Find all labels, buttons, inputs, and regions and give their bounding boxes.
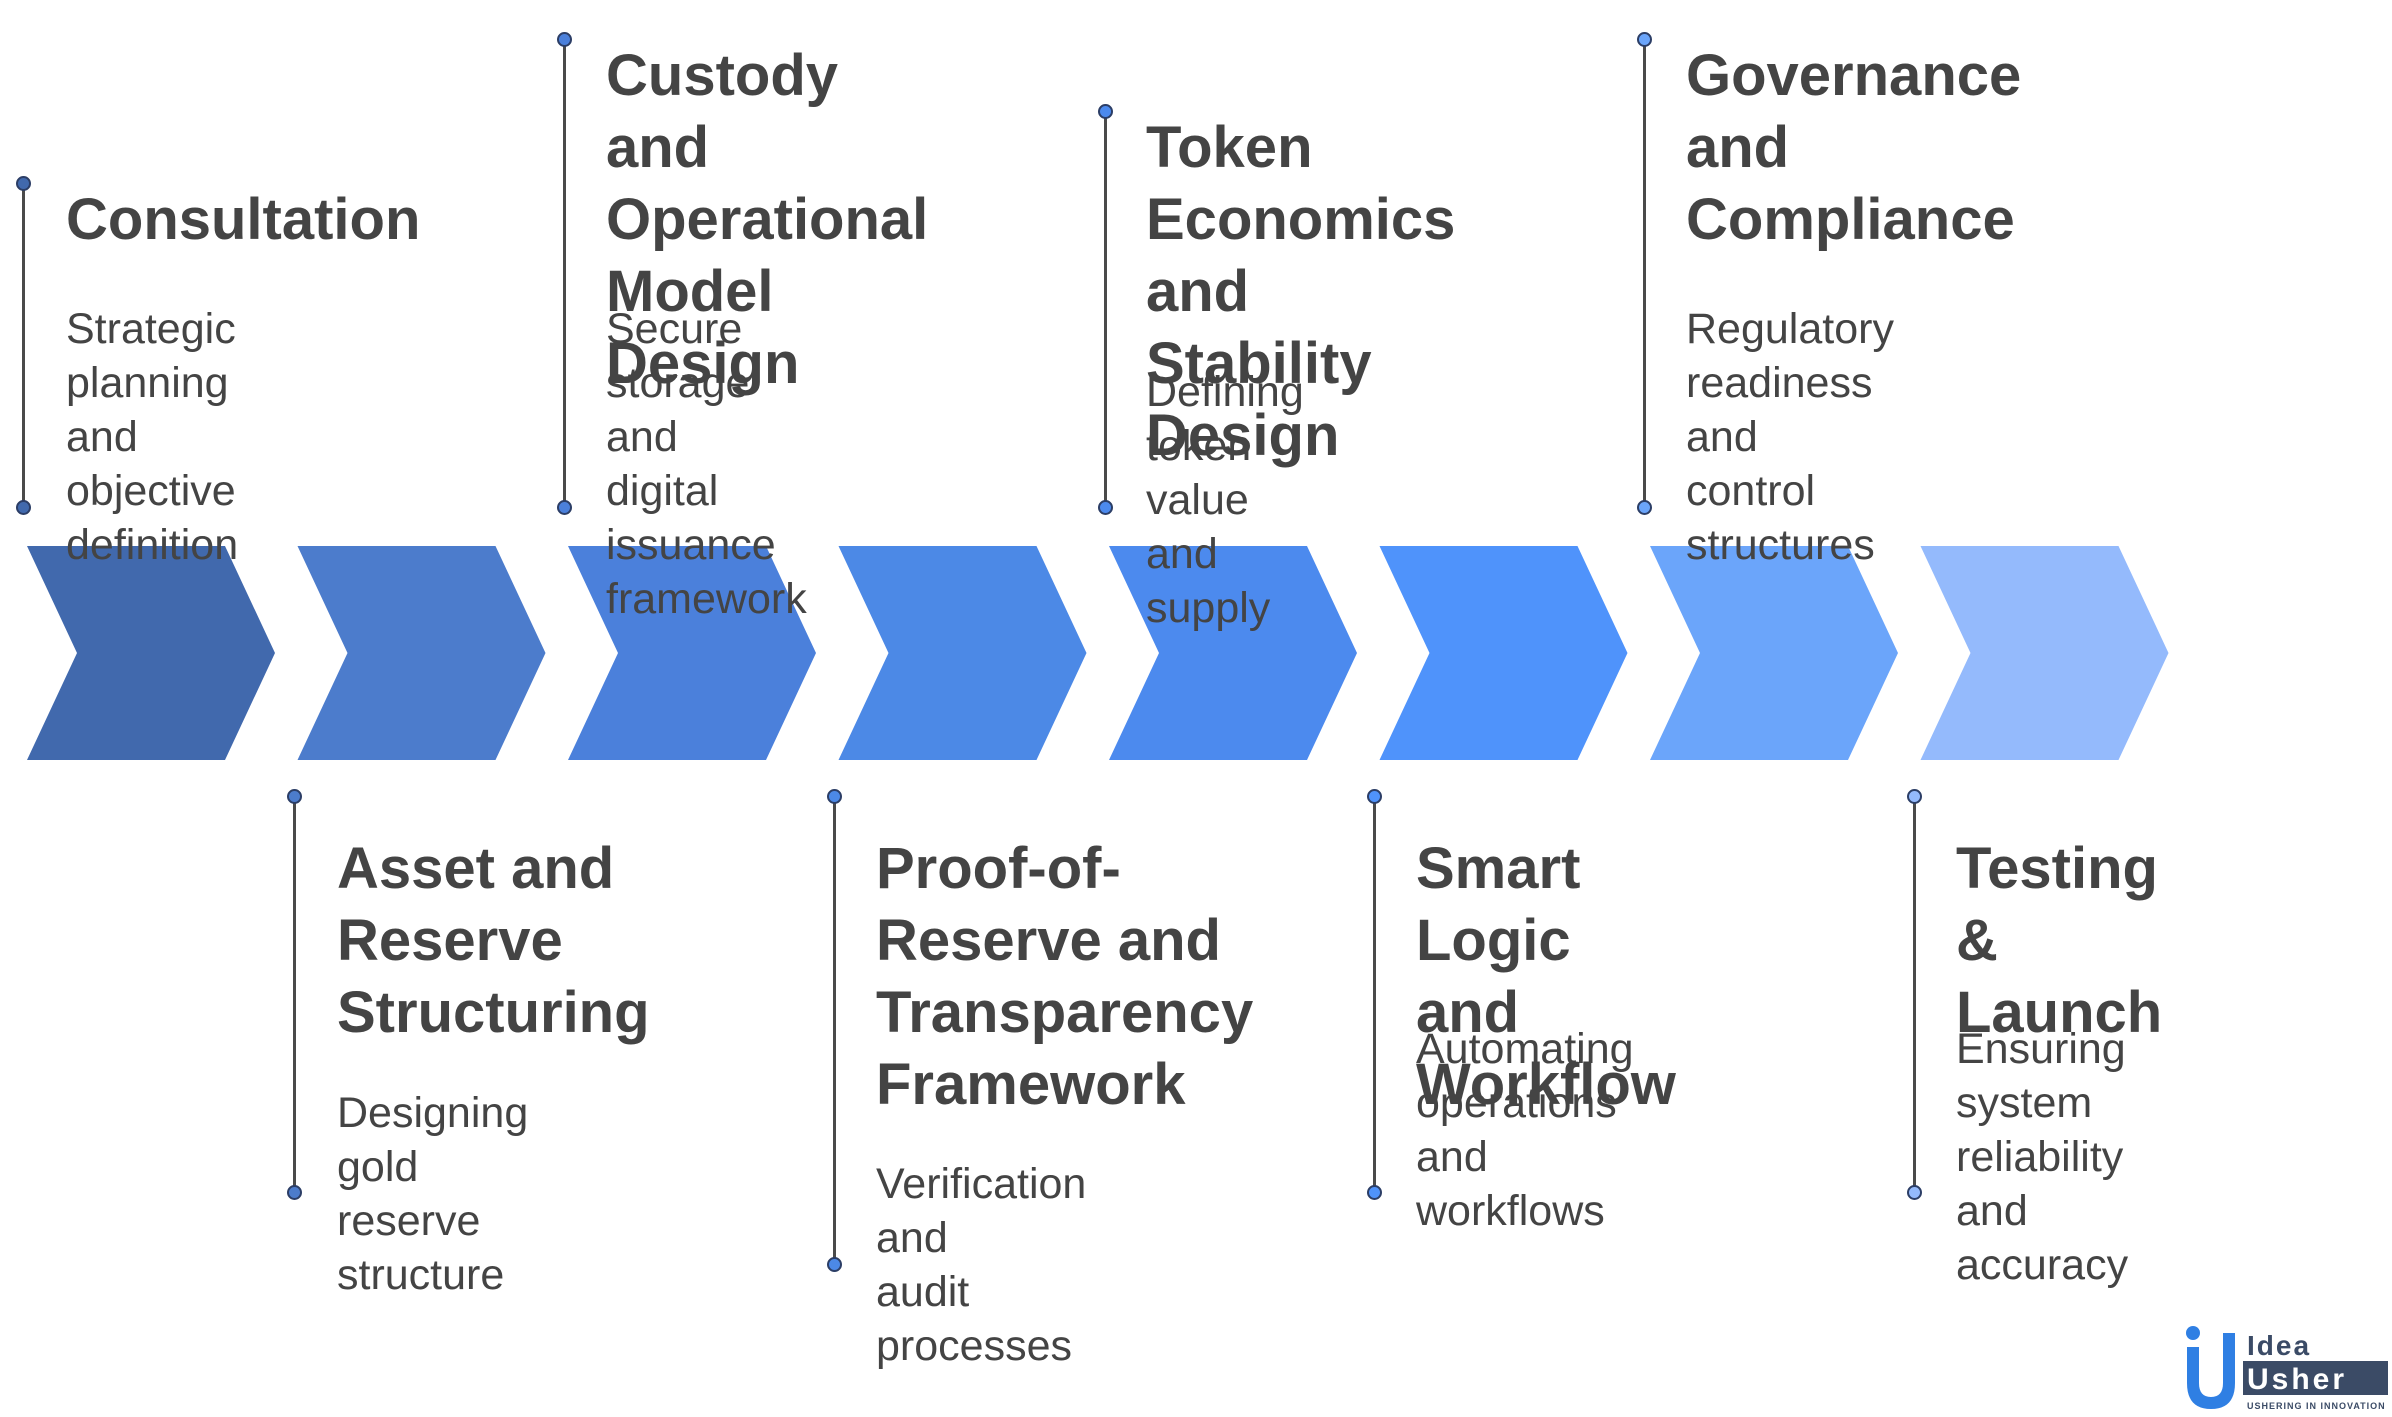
step-connector-line xyxy=(1373,797,1376,1193)
step-connector-dot xyxy=(1098,500,1113,515)
step-connector-line xyxy=(293,797,296,1193)
logo-word-usher: Usher xyxy=(2247,1363,2347,1396)
step-connector-dot xyxy=(16,500,31,515)
step-description: Designing gold reserve structure xyxy=(337,1089,529,1299)
step-connector-dot xyxy=(1367,789,1382,804)
step-connector-dot xyxy=(1637,500,1652,515)
step-connector-dot xyxy=(1907,789,1922,804)
chevron-arrow xyxy=(27,546,275,760)
step-connector-dot xyxy=(287,1185,302,1200)
step-connector-dot xyxy=(287,789,302,804)
chevron-arrow xyxy=(568,546,816,760)
step-description: Automating operations and workflows xyxy=(1416,1025,1634,1235)
step-title: Governance and Compliance xyxy=(1686,43,2022,252)
idea-usher-logo: Idea Usher USHERING IN INNOVATION xyxy=(2186,1326,2388,1411)
step-connector-dot xyxy=(557,500,572,515)
step-connector-line xyxy=(833,797,836,1265)
step-connector-dot xyxy=(827,1257,842,1272)
logo-word-bg xyxy=(2243,1361,2388,1395)
step-description: Secure storage and digital issuance fram… xyxy=(606,305,807,623)
step-title: Custody and Operational Model Design xyxy=(606,43,929,396)
logo-mark-icon xyxy=(2187,1333,2235,1409)
step-title: Smart Logic and Workflow xyxy=(1416,836,1676,1117)
step-connector-line xyxy=(1104,112,1107,508)
step-title: Proof-of- Reserve and Transparency Frame… xyxy=(876,836,1254,1117)
step-connector-dot xyxy=(827,789,842,804)
logo-dot-icon xyxy=(2186,1326,2200,1340)
chevron-arrow xyxy=(1379,546,1628,760)
step-description: Verification and audit processes xyxy=(876,1160,1087,1370)
chevron-arrow xyxy=(1109,546,1357,760)
step-description: Ensuring system reliability and accuracy xyxy=(1956,1025,2129,1289)
step-description: Regulatory readiness and control structu… xyxy=(1686,305,1894,569)
step-connector-line xyxy=(563,40,566,508)
logo-word-idea: Idea xyxy=(2247,1330,2311,1361)
logo-tagline: USHERING IN INNOVATION xyxy=(2247,1401,2386,1411)
step-title: Testing & Launch xyxy=(1956,836,2163,1045)
chevron-arrow xyxy=(838,546,1087,760)
chevron-arrow xyxy=(1920,546,2169,760)
step-connector-dot xyxy=(1367,1185,1382,1200)
step-title: Asset and Reserve Structuring xyxy=(337,836,650,1045)
step-connector-line xyxy=(1643,40,1646,508)
chevron-arrow xyxy=(1650,546,1898,760)
step-connector-dot xyxy=(16,176,31,191)
step-title: Consultation xyxy=(66,187,421,252)
step-connector-line xyxy=(1913,797,1916,1193)
step-title: Token Economics and Stability Design xyxy=(1146,115,1456,468)
step-connector-dot xyxy=(1637,32,1652,47)
step-connector-dot xyxy=(557,32,572,47)
chevron-arrow xyxy=(297,546,546,760)
step-connector-line xyxy=(22,183,25,508)
step-description: Defining token value and supply xyxy=(1146,368,1304,632)
step-description: Strategic planning and objective definit… xyxy=(66,305,239,569)
step-connector-dot xyxy=(1098,104,1113,119)
step-connector-dot xyxy=(1907,1185,1922,1200)
